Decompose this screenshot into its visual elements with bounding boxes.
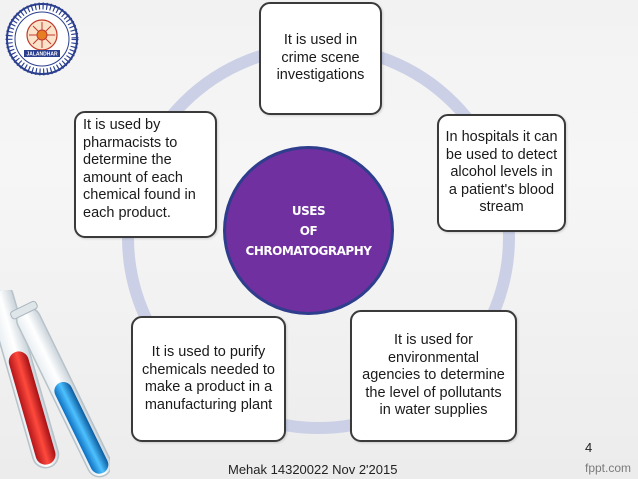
use-box-crime-scene: It is used in crime scene investigations: [259, 2, 382, 115]
page-number: 4: [585, 440, 593, 455]
use-box-hospitals-text: In hospitals it can be used to detect al…: [445, 129, 558, 216]
use-box-environmental: It is used for environmental agencies to…: [350, 310, 517, 442]
center-title-line-2: OF: [299, 223, 318, 238]
test-tubes-image: [0, 290, 110, 478]
center-title-line-3: CHROMATOGRAPHY: [245, 243, 372, 258]
footer-text: Mehak 14320022 Nov 2'2015: [228, 462, 398, 477]
center-circle: USES OF CHROMATOGRAPHY: [223, 146, 394, 315]
center-title-line-1: USES: [291, 203, 326, 218]
use-box-purify-text: It is used to purify chemicals needed to…: [142, 344, 275, 413]
institute-logo: JALANDHAR: [5, 2, 79, 76]
use-box-purify: It is used to purify chemicals needed to…: [131, 316, 286, 442]
use-box-pharmacists-text: It is used by pharmacists to determine t…: [83, 117, 196, 221]
use-box-pharmacists: It is used by pharmacists to determine t…: [74, 111, 217, 238]
use-box-crime-scene-text: It is used in crime scene investigations: [276, 32, 365, 84]
logo-text: JALANDHAR: [26, 52, 58, 58]
watermark-text: fppt.com: [585, 461, 632, 475]
use-box-hospitals: In hospitals it can be used to detect al…: [437, 114, 566, 232]
use-box-environmental-text: It is used for environmental agencies to…: [362, 332, 505, 419]
